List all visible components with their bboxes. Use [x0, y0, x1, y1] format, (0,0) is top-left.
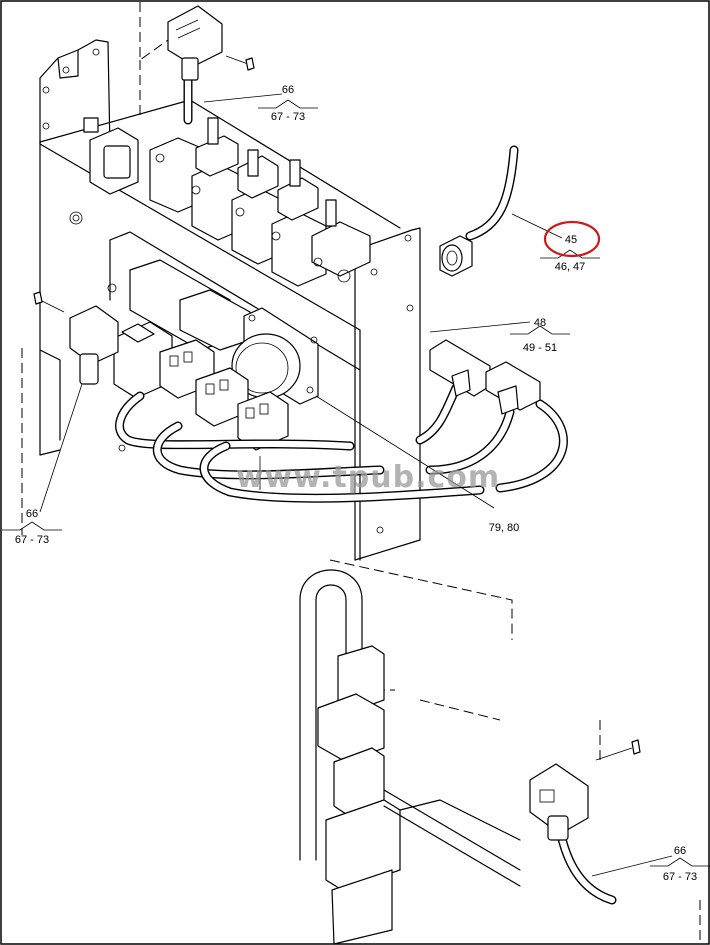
callout-66-top[interactable]: 66 67 - 73 — [271, 84, 305, 123]
bottom-connector-plug — [529, 739, 641, 841]
left-connector-plug — [33, 291, 261, 490]
callout-48[interactable]: 48 49 - 51 — [523, 317, 557, 354]
callout-item: 66 — [674, 845, 686, 857]
highlight-circle — [543, 220, 601, 258]
callout-item: 79, 80 — [489, 522, 520, 534]
callout-item: 48 — [534, 317, 546, 329]
watermark: www.tpub.com — [236, 460, 500, 495]
hose-lines — [115, 71, 617, 905]
top-connector-plug — [167, 5, 255, 81]
lower-valve-assembly — [299, 569, 521, 945]
pressure-gauge — [231, 307, 319, 405]
solenoid-valve-row — [83, 117, 371, 351]
callout-range: 67 - 73 — [271, 111, 305, 123]
valve-manifold-plate — [39, 99, 421, 561]
callout-66-left[interactable]: 66 67 - 73 — [15, 508, 49, 546]
callout-79-80[interactable]: 79, 80 — [489, 522, 520, 534]
callout-range: 49 - 51 — [523, 342, 557, 354]
left-mounting-plate — [39, 39, 111, 456]
callout-item: 66 — [26, 508, 38, 520]
callout-45[interactable]: 45 46, 47 — [555, 234, 586, 273]
connector-sockets — [113, 321, 289, 451]
callout-item: 66 — [282, 84, 294, 96]
callout-range: 67 - 73 — [663, 871, 697, 883]
leader-lines — [39, 93, 673, 877]
callout-range: 46, 47 — [555, 261, 586, 273]
callout-item: 45 — [565, 234, 577, 246]
callout-66-bottom[interactable]: 66 67 - 73 — [663, 845, 697, 883]
callout-brackets — [2, 99, 710, 867]
callout-range: 67 - 73 — [15, 534, 49, 546]
tee-fittings — [429, 235, 541, 415]
